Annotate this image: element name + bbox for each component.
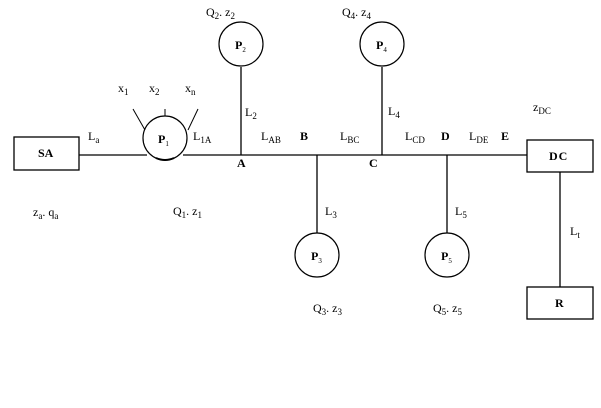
segment-l1a-label: L1A (193, 129, 212, 145)
segment-lt-label: Lt (570, 224, 580, 240)
pump-p3-label: P3 (311, 249, 322, 265)
pump-p5-circle (424, 232, 470, 278)
junction-d: D (441, 129, 450, 143)
r-label: R (555, 296, 564, 310)
segment-l4-label: L4 (388, 104, 400, 120)
segment-l5-label: L5 (455, 204, 467, 220)
dc-box (526, 139, 594, 173)
input-x1-label: x1 (118, 81, 129, 97)
sa-label: SA (38, 146, 54, 160)
dc-label: DC (549, 149, 569, 163)
segment-lbc-label: LBC (340, 129, 360, 145)
input-x1-line (132, 108, 146, 131)
pump-p3-circle (294, 232, 340, 278)
source-params: za. qa (33, 205, 59, 221)
pump-p4-label: P4 (376, 38, 387, 54)
pump-p4-circle (359, 21, 405, 67)
pump-p5-params: Q5. z5 (433, 301, 462, 317)
pump-p2-params: Q2. z2 (206, 5, 235, 21)
segment-lab-label: LAB (261, 129, 281, 145)
pump-p1-params: Q1. z1 (173, 204, 202, 220)
pump-p3-params: Q3. z3 (313, 301, 342, 317)
pump-p5-label: P5 (441, 249, 452, 265)
segment-lde-label: LDE (469, 129, 489, 145)
pump-p4-params: Q4. z4 (342, 5, 371, 21)
pump-p1-base-mark (155, 157, 175, 161)
segment-l3-label: L3 (325, 204, 337, 220)
segment-lcd-label: LCD (405, 129, 425, 145)
pump-p1-label: P1 (158, 132, 169, 148)
input-x2-label: x2 (149, 81, 160, 97)
sa-box (13, 136, 80, 171)
junction-e: E (501, 129, 510, 143)
input-xn-line (187, 108, 199, 131)
junction-b: B (300, 129, 309, 143)
pump-p2-label: P2 (235, 38, 246, 54)
segment-l2-label: L2 (245, 105, 257, 121)
dc-elevation-label: zDC (533, 100, 551, 116)
input-xn-label: xn (185, 81, 196, 97)
pump-p2-circle (218, 21, 264, 67)
junction-c: C (369, 156, 378, 170)
r-box (526, 286, 594, 320)
segment-la-label: La (88, 129, 100, 145)
junction-a: A (237, 156, 246, 170)
